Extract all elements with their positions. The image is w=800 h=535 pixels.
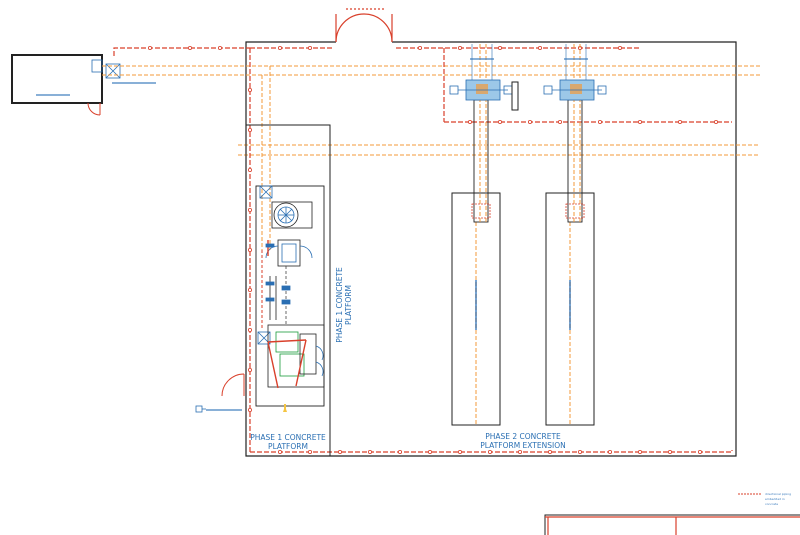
side-door [221, 373, 245, 397]
red-pipe-nodes [147, 46, 719, 454]
phase2-slab-right [545, 192, 595, 426]
legend-line2: embedded in [765, 497, 785, 501]
phase1-small-fixtures [265, 243, 275, 302]
outbuilding [11, 54, 103, 116]
orange-service-lines [102, 65, 760, 250]
phase1-bottom-label-line1: PHASE 1 CONCRETE [250, 433, 326, 442]
phase2-riser-right [552, 44, 602, 223]
red-perimeter-pipe [113, 47, 733, 453]
standalone-panel [511, 81, 519, 111]
title-block [544, 514, 800, 535]
legend-line1: directional piping [765, 492, 791, 496]
phase1-platform [245, 124, 331, 457]
arrow-yellow [283, 404, 287, 412]
phase1-vertical-label-line1: PHASE 1 CONCRETE [335, 267, 344, 343]
legend-line3: concrete [765, 502, 778, 506]
building-outline [245, 41, 737, 457]
phase2-slab-left [451, 192, 501, 426]
phase1-bottom-label-line2: PLATFORM [268, 442, 308, 451]
phase2-label-line2: PLATFORM EXTENSION [480, 441, 565, 450]
phase1-equipment [257, 185, 325, 388]
phase2-riser-left [458, 44, 508, 223]
phase2-label-line1: PHASE 2 CONCRETE [485, 432, 561, 441]
legend: directional piping embedded in concrete [738, 492, 791, 506]
phase1-red-feed [267, 240, 307, 389]
top-double-door [335, 13, 393, 43]
phase1-vertical-label-line2: PLATFORM [344, 285, 353, 325]
title-block-accents [545, 516, 800, 535]
